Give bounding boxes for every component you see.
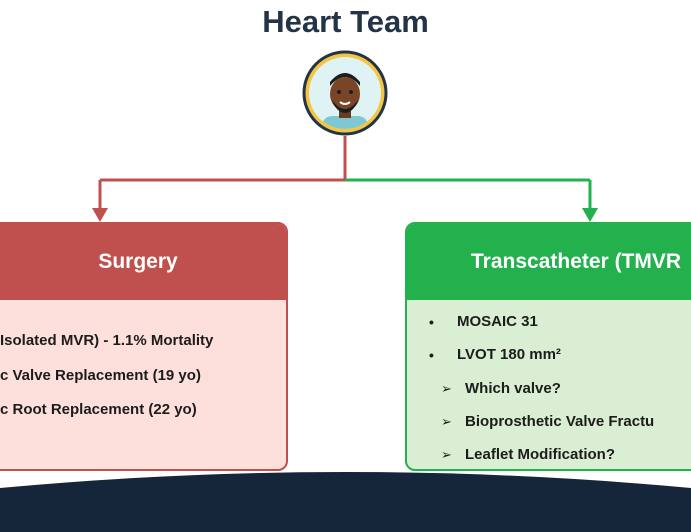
bullet-marker: • [429,314,434,330]
diagram-title: Heart Team [262,4,429,39]
surgery-item: Isolated MVR) - 1.1% Mortality [0,332,214,349]
tmvr-subitem: Which valve? [465,380,561,397]
transcatheter-card: Transcatheter (TMVR • MOSAIC 31 • LVOT 1… [405,222,691,471]
surgery-item: c Valve Replacement (19 yo) [0,367,201,384]
arrow-bullet-icon: ➢ [441,381,452,396]
tmvr-subitem: Leaflet Modification? [465,446,615,463]
tmvr-bullet-item: MOSAIC 31 [457,313,538,330]
arrow-bullet-icon: ➢ [441,414,452,429]
surgery-header: Surgery [0,224,286,300]
tmvr-bullet-item: LVOT 180 mm² [457,346,561,363]
footer-band [0,488,691,532]
surgery-item: c Root Replacement (22 yo) [0,401,197,418]
arrow-bullet-icon: ➢ [441,447,452,462]
person-avatar-icon [302,50,388,136]
arrow-to-surgery [92,208,108,222]
tmvr-subitem: Bioprosthetic Valve Fractu [465,413,655,430]
bullet-marker: • [429,347,434,363]
arrow-to-transcatheter [582,208,598,222]
surgery-card: Surgery Isolated MVR) - 1.1% Mortality c… [0,222,288,471]
transcatheter-header: Transcatheter (TMVR [407,224,691,300]
